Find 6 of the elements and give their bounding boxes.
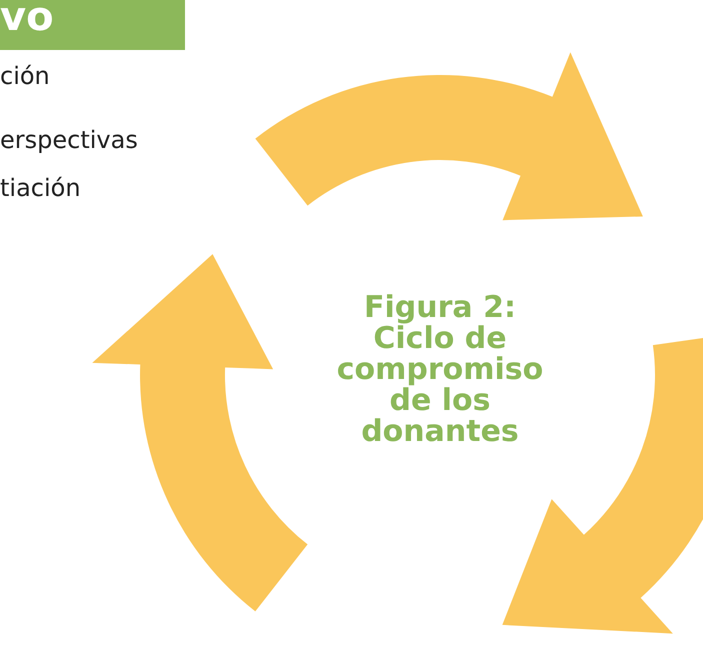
list-item: tiación [0, 174, 81, 202]
header-text: vo [0, 0, 54, 42]
list-item: ción [0, 62, 50, 90]
header-banner [0, 0, 185, 50]
list-item: erspectivas [0, 126, 138, 154]
figure-title: Figura 2: Ciclo de compromiso de los donantes [336, 292, 544, 447]
